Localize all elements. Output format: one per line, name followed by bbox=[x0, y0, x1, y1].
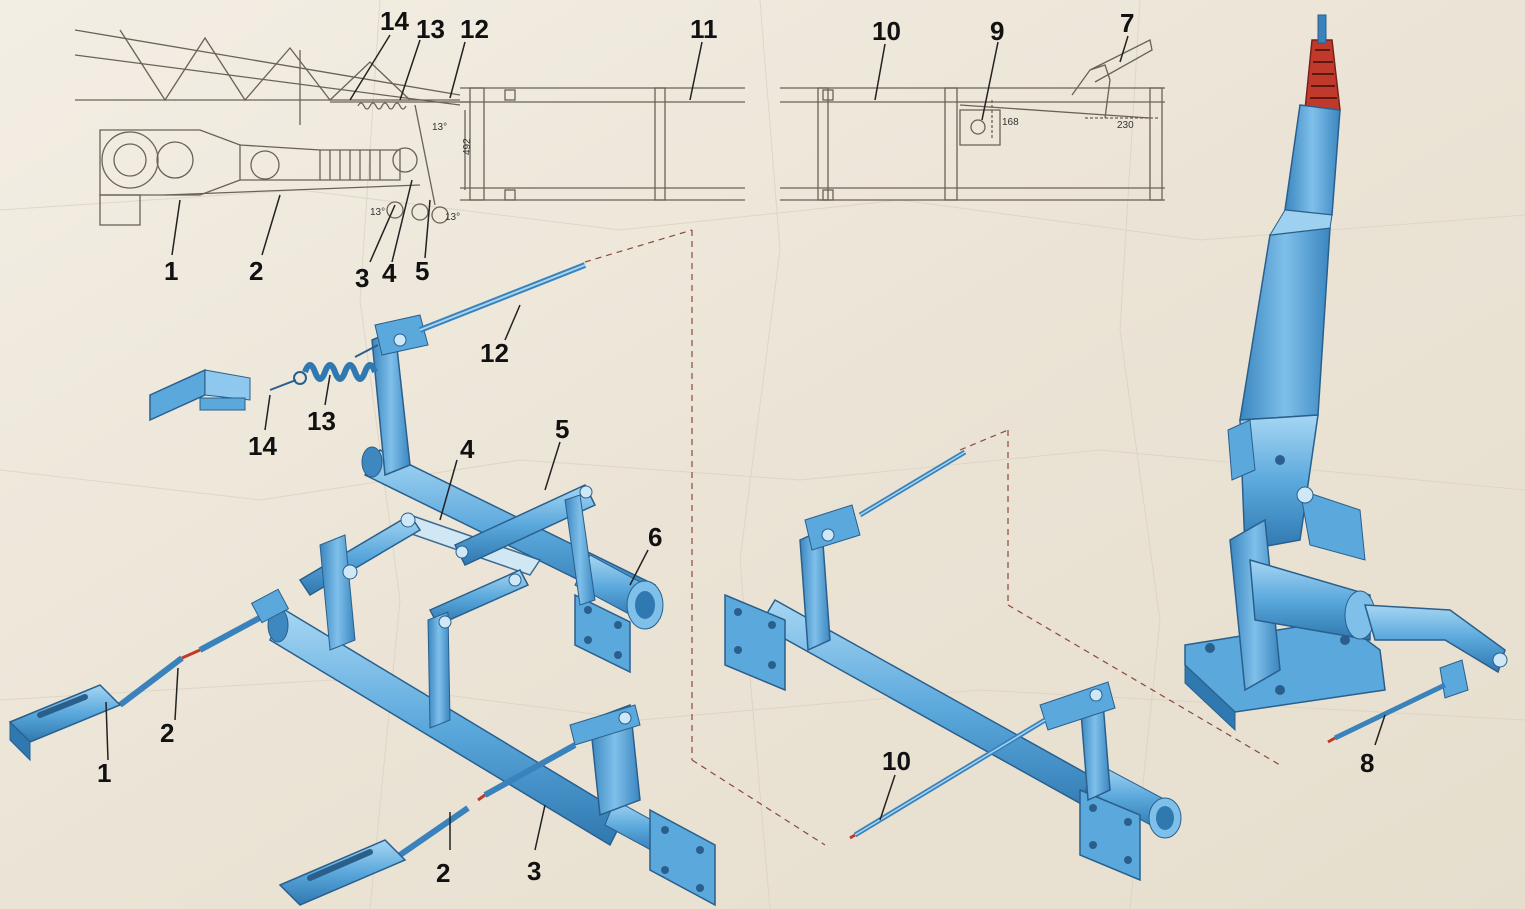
main-callout-13: 13 bbox=[307, 406, 336, 436]
rod-2-lower bbox=[398, 742, 577, 858]
top-leader-lines bbox=[171, 34, 1129, 263]
main-callout-4: 4 bbox=[460, 434, 475, 464]
top-callout-14: 14 bbox=[380, 6, 409, 36]
top-callout-7: 7 bbox=[1120, 8, 1134, 38]
middle-shaft-assembly bbox=[724, 449, 1182, 882]
lever-5 bbox=[453, 484, 597, 606]
middle-flange-left bbox=[724, 593, 786, 692]
truss-frame bbox=[74, 29, 461, 125]
lever-5-top bbox=[414, 104, 436, 206]
dim-492: 492 bbox=[462, 138, 473, 155]
lever-upper-vertical bbox=[371, 314, 429, 477]
yoke-1-lower bbox=[278, 839, 407, 906]
chassis-frame-right bbox=[780, 87, 1165, 201]
flange-bottom bbox=[649, 808, 716, 907]
lever-lower bbox=[569, 703, 641, 817]
lever-base bbox=[1184, 486, 1386, 732]
spring-bracket-14 bbox=[149, 368, 251, 422]
dim-168: 168 bbox=[1002, 117, 1019, 128]
dim-13-c: 13° bbox=[445, 212, 460, 223]
hand-lever-top bbox=[991, 39, 1160, 140]
middle-flange-right bbox=[1079, 788, 1141, 882]
left-pivot-arms bbox=[298, 512, 530, 729]
return-spring-13 bbox=[269, 344, 379, 391]
top-callout-13: 13 bbox=[416, 14, 445, 44]
top-callout-4: 4 bbox=[382, 258, 397, 288]
flange-6 bbox=[574, 593, 631, 674]
spring-13-top bbox=[357, 102, 407, 110]
main-callout-10: 10 bbox=[882, 746, 911, 776]
top-callout-5: 5 bbox=[415, 256, 429, 286]
middle-lever-down bbox=[849, 681, 1116, 840]
dim-13-b: 13° bbox=[370, 207, 385, 218]
rod-2-upper bbox=[118, 588, 290, 708]
rod-2-top bbox=[164, 184, 421, 196]
yoke-1 bbox=[8, 684, 122, 762]
top-schematic bbox=[74, 29, 1165, 226]
top-callout-2: 2 bbox=[249, 256, 263, 286]
lever-arm-8 bbox=[1327, 604, 1508, 744]
main-callout-8: 8 bbox=[1360, 748, 1374, 778]
left-cross-shaft-assembly bbox=[8, 262, 716, 907]
main-callout-3: 3 bbox=[527, 856, 541, 886]
middle-lever-up bbox=[799, 449, 967, 652]
main-callout-2a: 2 bbox=[160, 718, 174, 748]
top-callout-1: 1 bbox=[164, 256, 178, 286]
main-callout-1: 1 bbox=[97, 758, 111, 788]
main-callout-12: 12 bbox=[480, 338, 509, 368]
top-callout-10: 10 bbox=[872, 16, 901, 46]
top-callout-9: 9 bbox=[990, 16, 1004, 46]
axle-housing bbox=[99, 129, 418, 226]
main-leader-lines bbox=[105, 304, 1386, 851]
main-callout-5: 5 bbox=[555, 414, 569, 444]
main-callout-2b: 2 bbox=[436, 858, 450, 888]
main-callout-14: 14 bbox=[248, 431, 277, 461]
top-callout-3: 3 bbox=[355, 263, 369, 293]
dim-13-a: 13° bbox=[432, 122, 447, 133]
chassis-frame-left bbox=[460, 87, 745, 201]
top-callout-11: 11 bbox=[690, 14, 718, 44]
main-callout-6: 6 bbox=[648, 522, 662, 552]
top-callout-12: 12 bbox=[460, 14, 489, 44]
assembly-dashed-lines bbox=[584, 229, 1281, 846]
hand-brake-lever-assembly bbox=[1184, 14, 1508, 744]
lever-handle bbox=[1227, 14, 1341, 551]
dim-230: 230 bbox=[1117, 120, 1134, 131]
